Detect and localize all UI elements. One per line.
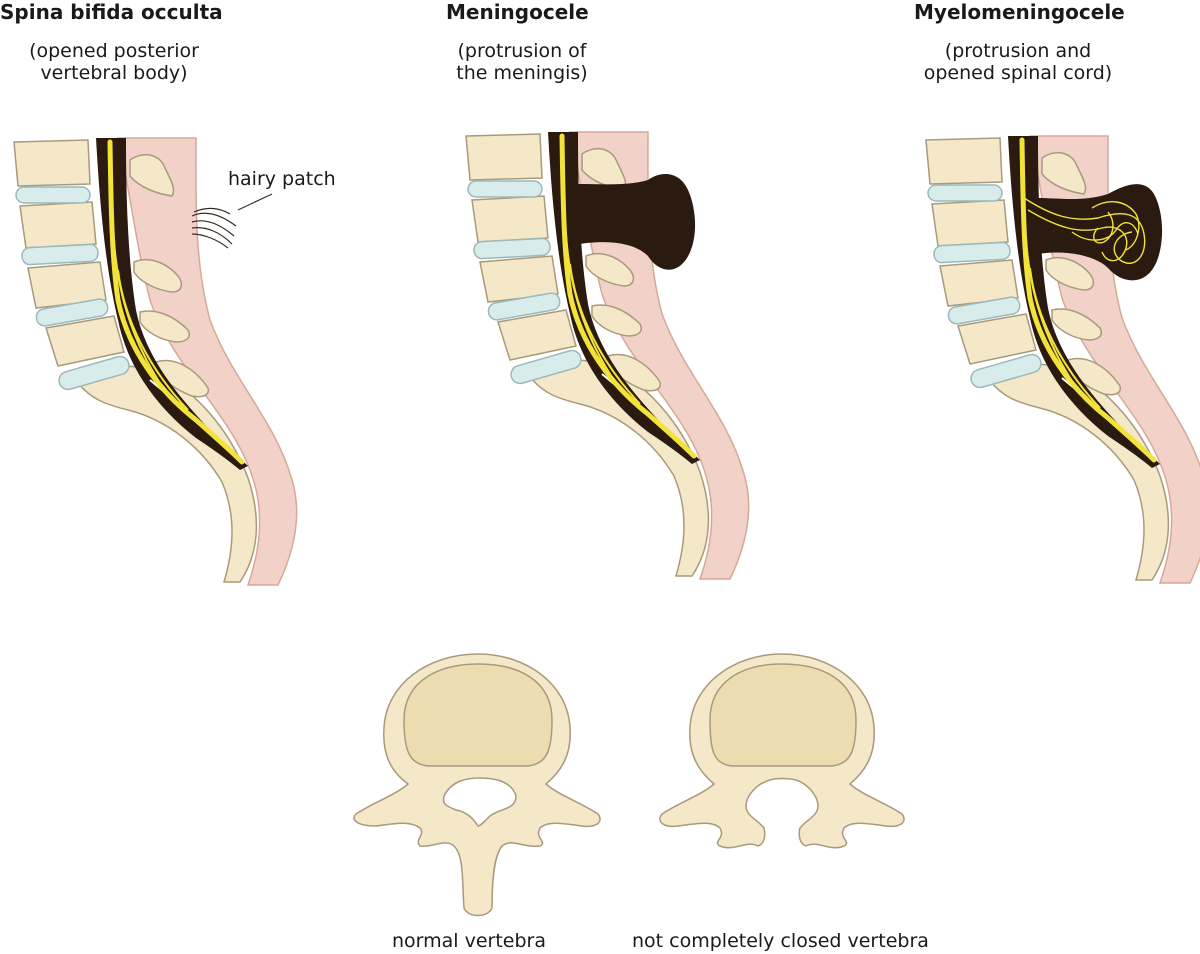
panel-3-subtitle-line2: opened spinal cord) <box>923 62 1113 84</box>
panel-2-title: Meningocele <box>446 0 589 24</box>
panel-3-subtitle: (protrusion and opened spinal cord) <box>900 40 1136 84</box>
hairy-patch-label: hairy patch <box>228 168 336 190</box>
open-vertebra-body <box>709 663 857 767</box>
panel-1-subtitle: (opened posterior vertebral body) <box>14 40 214 84</box>
normal-vertebra-body <box>403 663 553 767</box>
normal-vertebral-foramen <box>442 777 517 827</box>
hairy-patch-pointer <box>237 193 273 211</box>
hairy-patch <box>191 207 237 249</box>
open-vertebra-label: not completely closed vertebra <box>632 930 929 952</box>
panel-1-title: Spina bifida occulta <box>0 0 223 24</box>
normal-vertebra-figure <box>353 653 601 917</box>
panel-2-subtitle-line2: the meningis) <box>456 62 588 84</box>
panel-2-subtitle: (protrusion of the meningis) <box>422 40 622 84</box>
panel-1-subtitle-line1: (opened posterior <box>29 40 199 62</box>
exposed-neural-tissue <box>1023 197 1146 264</box>
panel-1-subtitle-line2: vertebral body) <box>40 62 188 84</box>
normal-vertebra-label: normal vertebra <box>392 930 547 952</box>
panel-3-subtitle-line1: (protrusion and <box>944 40 1092 62</box>
spina-bifida-occulta-figure <box>13 137 298 586</box>
meningocele-figure <box>465 131 750 580</box>
panel-3-title: Myelomeningocele <box>914 0 1125 24</box>
open-vertebra-figure <box>659 653 905 849</box>
myelomeningocele-figure <box>925 135 1200 584</box>
panel-2-subtitle-line1: (protrusion of <box>457 40 587 62</box>
meningeal-sac <box>576 174 696 270</box>
